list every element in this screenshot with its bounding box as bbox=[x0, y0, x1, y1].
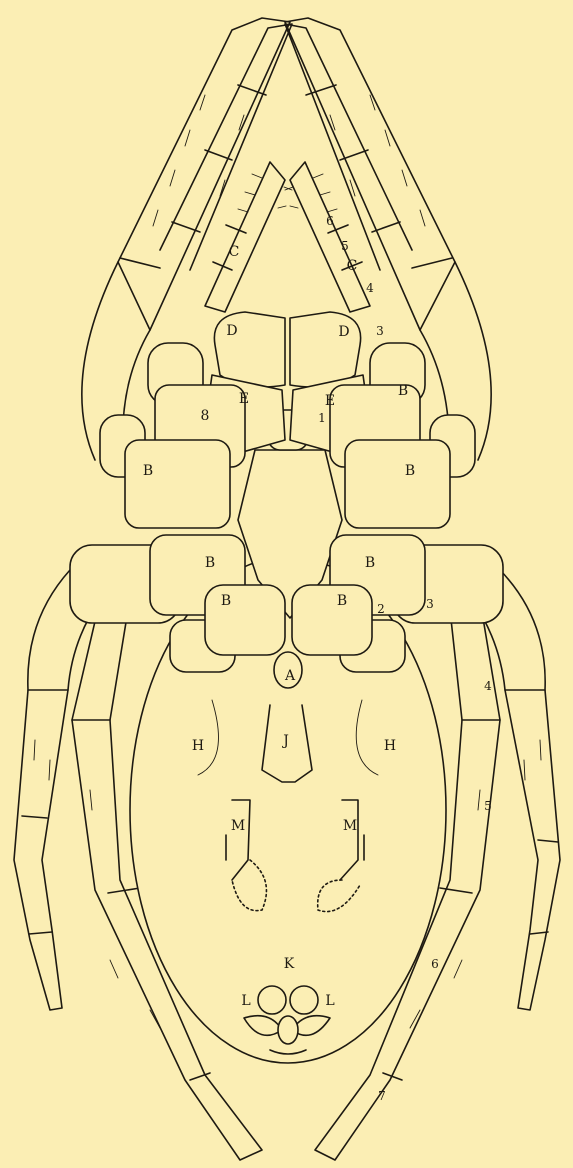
label-H: H bbox=[192, 738, 204, 754]
label-E: E bbox=[325, 393, 335, 409]
chelicera-D-right bbox=[290, 312, 361, 387]
label-B: B bbox=[143, 463, 153, 479]
label-B: B bbox=[337, 593, 347, 609]
label-D: D bbox=[226, 323, 237, 339]
label-B: B bbox=[205, 555, 215, 571]
seg-num-3: 3 bbox=[426, 597, 434, 611]
label-L: L bbox=[325, 993, 334, 1009]
label-E: E bbox=[239, 391, 249, 407]
label-M: M bbox=[343, 818, 357, 834]
seg-num-6: 6 bbox=[431, 957, 439, 971]
label-C: C bbox=[229, 244, 240, 260]
label-L: L bbox=[241, 993, 250, 1009]
label-B-alt: 8 bbox=[201, 408, 210, 424]
seg-num-2: 2 bbox=[377, 602, 385, 616]
seg-num-4: 4 bbox=[366, 281, 374, 295]
label-B: B bbox=[398, 383, 408, 399]
label-B: B bbox=[365, 555, 375, 571]
seg-num-7: 7 bbox=[378, 1089, 386, 1103]
label-K: K bbox=[284, 956, 295, 972]
label-B: B bbox=[221, 593, 231, 609]
chelicera-D-left bbox=[214, 312, 285, 387]
label-A: A bbox=[284, 668, 296, 684]
seg-num-6: 6 bbox=[326, 214, 334, 228]
label-D: D bbox=[338, 324, 349, 340]
label-J: J bbox=[281, 733, 289, 749]
seg-num-3: 3 bbox=[376, 324, 384, 338]
seg-num-1: 1 bbox=[318, 411, 326, 425]
seg-num-5: 5 bbox=[484, 799, 492, 813]
label-B: B bbox=[405, 463, 415, 479]
seg-num-4: 4 bbox=[484, 679, 492, 693]
pedipalp-left bbox=[205, 162, 293, 312]
leg-hair-strokes-upper bbox=[153, 95, 425, 226]
pedipalp-right bbox=[284, 162, 370, 312]
front-leg-left bbox=[118, 18, 292, 330]
hind-leg-outer-left bbox=[14, 570, 100, 1010]
label-H: H bbox=[384, 738, 396, 754]
label-C: C bbox=[347, 258, 358, 274]
label-M: M bbox=[231, 818, 245, 834]
seg-num-5: 5 bbox=[341, 239, 349, 253]
